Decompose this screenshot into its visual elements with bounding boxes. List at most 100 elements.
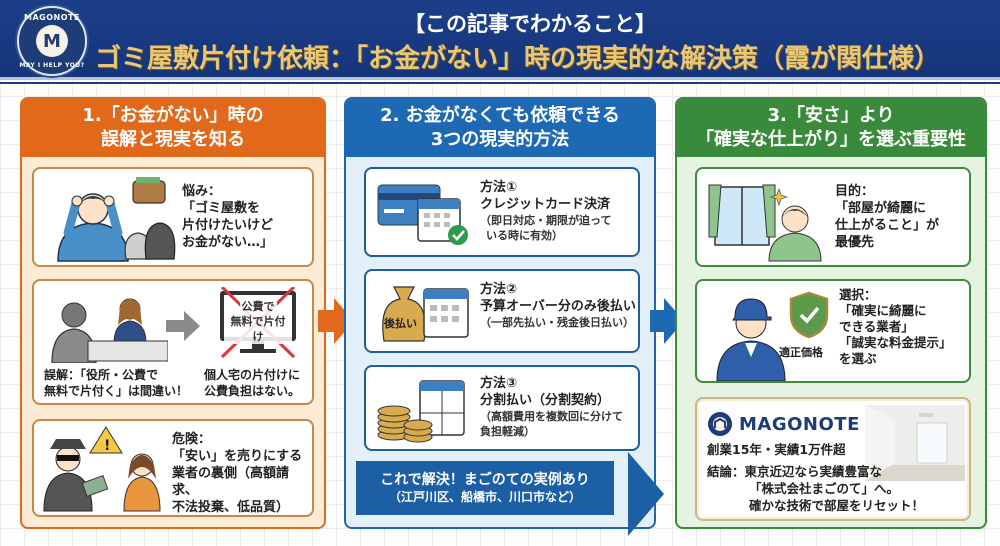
- worry-line: お金がない…」: [182, 235, 274, 250]
- clean-window-person-icon: [708, 184, 822, 262]
- page-title: ゴミ屋敷片付け依頼：「お金がない」時の現実的な解決策（霞が関仕様）: [94, 44, 940, 74]
- misconception-caption: 誤解：「役所・公費で 無料で片付く」は間違い！: [44, 367, 188, 399]
- svg-text:!: !: [104, 438, 110, 454]
- conclusion-line: 確かな技術で部屋をリセット！: [749, 498, 925, 513]
- purpose-card: 目的： 「部屋が綺麗に 仕上がること」が 最優先: [695, 167, 971, 267]
- shield-check-icon: [789, 291, 829, 339]
- magonote-brand: MAGONOTE: [707, 411, 860, 437]
- column-3-heading-line1: 3.「安さ」より: [767, 105, 895, 126]
- caption-line: 公費負担はない。: [204, 384, 301, 398]
- clean-room-photo: [865, 405, 965, 481]
- purpose-label: 目的：: [835, 184, 875, 199]
- danger-line: 「安い」を売りにする: [172, 449, 303, 464]
- column-1-heading: 1.「お金がない」時の 誤解と現実を知る: [22, 99, 324, 157]
- solution-banner-locations: （江戸川区、船橋市、川口市など）: [388, 490, 581, 504]
- purpose-text: 目的： 「部屋が綺麗に 仕上がること」が 最優先: [835, 183, 939, 251]
- danger-line: 業者の裏側（高額請求、: [172, 466, 290, 498]
- purpose-line: 仕上がること」が: [835, 218, 940, 233]
- column-2-heading: 2. お金がなくても依頼できる 3つの現実的方法: [346, 99, 654, 157]
- danger-label: 危険：: [172, 432, 212, 447]
- column-1-heading-line1: 1.「お金がない」時の: [82, 105, 264, 126]
- column-2-heading-line2: 3つの現実的方法: [430, 129, 570, 150]
- monitor-text-line: 無料で片付け: [224, 314, 292, 344]
- monitor-text: 公費で 無料で片付け: [224, 299, 292, 344]
- magonote-logo-icon: [708, 412, 732, 436]
- bag-label: 後払い: [384, 317, 417, 330]
- blue-flow-arrow-icon: [650, 298, 684, 344]
- method-2-card: 後払い 方法② 予算オーバー分のみ後払い （一部先払い・残金後日払い）: [364, 269, 640, 353]
- misconception-card: 公費で 無料で片付け 誤解：「役所・公費で 無料で片付く」は間違い！ 個人宅の片…: [32, 279, 314, 405]
- method-note: （一部先払い・残金後日払い）: [480, 316, 634, 329]
- method-2-text: 方法② 予算オーバー分のみ後払い （一部先払い・残金後日払い）: [480, 281, 636, 330]
- solution-banner: これで解決！まごのての実例あり （江戸川区、船橋市、川口市など）: [356, 461, 614, 515]
- header-banner: MAGONOTE M MAY I HELP YOU? 【この記事でわかること】 …: [0, 0, 1000, 80]
- worried-person-icon: [57, 177, 176, 262]
- solution-banner-title: これで解決！まごのての実例あり: [380, 472, 590, 488]
- reality-caption: 個人宅の片付けに 公費負担はない。: [204, 367, 300, 399]
- worry-line: 「ゴミ屋敷を: [182, 201, 261, 216]
- government-office-counter-icon: [51, 298, 168, 363]
- conclusion-line: 結論：東京近辺なら実績豊富な: [707, 464, 883, 479]
- method-name: 予算オーバー分のみ後払い: [480, 299, 636, 314]
- method-label: 方法③: [480, 376, 518, 391]
- shady-dealer-warning-icon: !: [43, 426, 161, 512]
- choice-text: 選択： 「確実に綺麗に できる業者」 「誠実な料金提示」 を選ぶ: [839, 287, 952, 367]
- worry-line: 片付けたいけど: [182, 218, 274, 233]
- conclusion-line: 「株式会社まごのて」へ。: [749, 481, 900, 496]
- worry-card: 悩み： 「ゴミ屋敷を 片付けたいけど お金がない…」: [32, 167, 314, 267]
- choice-line: を選ぶ: [839, 351, 877, 366]
- column-misconceptions: 1.「お金がない」時の 誤解と現実を知る 悩み： 「ゴミ屋敷を 片付けたいけど …: [20, 97, 326, 529]
- caption-line: 無料で片付く」は間違い！: [44, 384, 189, 398]
- method-note: 負担軽減）: [480, 425, 535, 438]
- column-quality-importance: 3.「安さ」より 「確実な仕上がり」を選ぶ重要性 目的： 「部屋が綺麗に 仕上が…: [675, 97, 987, 529]
- method-note: （即日対応・期限が迫って: [480, 214, 612, 227]
- credit-card-calendar-icon: [377, 184, 468, 245]
- method-1-text: 方法① クレジットカード決済 （即日対応・期限が迫って いる時に有効）: [480, 179, 611, 243]
- method-1-card: 方法① クレジットカード決済 （即日対応・期限が迫って いる時に有効）: [364, 167, 640, 257]
- conclusion-card: MAGONOTE 創業15年・実績1万件超 結論：東京近辺なら実績豊富な 「株式…: [695, 397, 971, 521]
- caption-line: 個人宅の片付けに: [204, 368, 301, 382]
- method-3-text: 方法③ 分割払い（分割契約） （高額費用を複数回に分けて 負担軽減）: [480, 375, 623, 439]
- danger-line: 不法投棄、低品質）: [172, 500, 290, 515]
- method-note: いる時に有効）: [486, 229, 563, 242]
- right-arrow-icon: [166, 311, 200, 341]
- purpose-line: 「部屋が綺麗に: [835, 201, 927, 216]
- choice-line: 「確実に綺麗に: [839, 303, 927, 318]
- danger-card: ! 危険： 「安い」を売りにする 業者の裏側（高額請求、 不法投棄、低品質）: [32, 419, 314, 517]
- method-label: 方法①: [480, 180, 518, 195]
- header-divider: [0, 82, 1000, 84]
- monitor-text-line: 公費で: [239, 299, 277, 314]
- method-name: 分割払い（分割契約）: [480, 393, 611, 408]
- danger-text: 危険： 「安い」を売りにする 業者の裏側（高額請求、 不法投棄、低品質）: [172, 431, 312, 516]
- solution-arrow-head-icon: [628, 452, 664, 536]
- company-stats: 創業15年・実績1万件超: [707, 442, 846, 457]
- column-3-heading-line2: 「確実な仕上がり」を選ぶ重要性: [696, 129, 966, 150]
- worker-icon: [716, 298, 786, 381]
- house-m-icon: M: [36, 25, 68, 57]
- coin-stack-calendar-icon: [377, 380, 465, 443]
- logo-brand-text: MAGONOTE: [24, 13, 80, 22]
- choice-line: できる業者」: [839, 319, 914, 334]
- column-3-heading: 3.「安さ」より 「確実な仕上がり」を選ぶ重要性: [677, 99, 985, 157]
- method-name: クレジットカード決済: [480, 197, 611, 212]
- deferred-payment-bag-calendar-icon: [382, 286, 469, 342]
- choice-line: 「誠実な料金提示」: [839, 335, 952, 350]
- worry-text: 悩み： 「ゴミ屋敷を 片付けたいけど お金がない…」: [182, 183, 273, 251]
- logo-initial: M: [43, 30, 61, 52]
- column-1-heading-line2: 誤解と現実を知る: [101, 129, 245, 150]
- orange-flow-arrow-icon: [318, 298, 354, 344]
- logo-tagline: MAY I HELP YOU?: [19, 62, 85, 69]
- header-subtitle: 【この記事でわかること】: [404, 12, 656, 36]
- magonote-logo: MAGONOTE M MAY I HELP YOU?: [17, 6, 87, 76]
- worry-label: 悩み：: [182, 184, 222, 199]
- choice-card: 適正価格 選択： 「確実に綺麗に できる業者」 「誠実な料金提示」 を選ぶ: [695, 279, 971, 383]
- conclusion-text: 結論：東京近辺なら実績豊富な 「株式会社まごのて」へ。 確かな技術で部屋をリセッ…: [707, 463, 924, 514]
- brand-name: MAGONOTE: [739, 413, 860, 435]
- crossed-out-monitor: 公費で 無料で片付け: [216, 287, 300, 359]
- method-label: 方法②: [480, 282, 518, 297]
- choice-label: 選択：: [839, 287, 877, 302]
- fair-price-badge: 適正価格: [779, 346, 823, 359]
- column-payment-methods: 2. お金がなくても依頼できる 3つの現実的方法 方法① クレジットカード決済 …: [344, 97, 656, 529]
- method-note: （高額費用を複数回に分けて: [480, 410, 623, 423]
- caption-line: 誤解：「役所・公費で: [44, 368, 159, 382]
